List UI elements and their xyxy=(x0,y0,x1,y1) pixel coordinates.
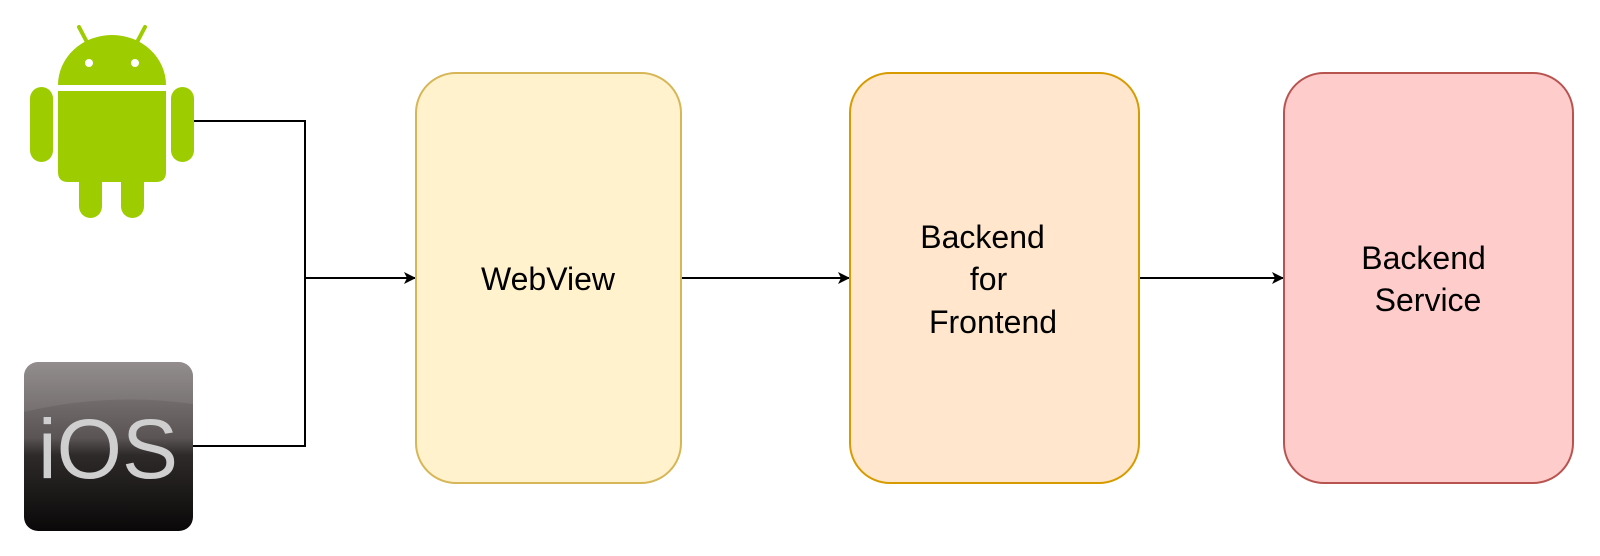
backend-service-box xyxy=(1283,72,1574,484)
edge-ios-to-junction xyxy=(192,278,306,447)
webview-node: WebView xyxy=(415,72,682,484)
android-icon xyxy=(30,25,194,218)
ios-logo-text: iOS xyxy=(38,402,178,496)
backend-service-label: Backend Service xyxy=(1361,240,1494,318)
webview-box xyxy=(415,72,682,484)
ios-icon: iOS xyxy=(24,362,193,531)
bff-label: Backend for Frontend xyxy=(920,219,1057,340)
bff-label-line-1: Backend xyxy=(920,219,1045,255)
edge-android-to-junction xyxy=(192,120,306,278)
backend-service-label-line-1: Backend xyxy=(1361,240,1486,276)
bff-label-line-3: Frontend xyxy=(929,304,1057,340)
bff-node: Backend for Frontend xyxy=(849,72,1140,484)
bff-box xyxy=(849,72,1140,484)
edges xyxy=(192,120,1284,447)
backend-service-node: Backend Service xyxy=(1283,72,1574,484)
webview-label: WebView xyxy=(481,261,616,297)
webview-label-line: WebView xyxy=(481,261,616,297)
backend-service-label-line-2: Service xyxy=(1375,282,1482,318)
bff-label-line-2: for xyxy=(970,261,1008,297)
